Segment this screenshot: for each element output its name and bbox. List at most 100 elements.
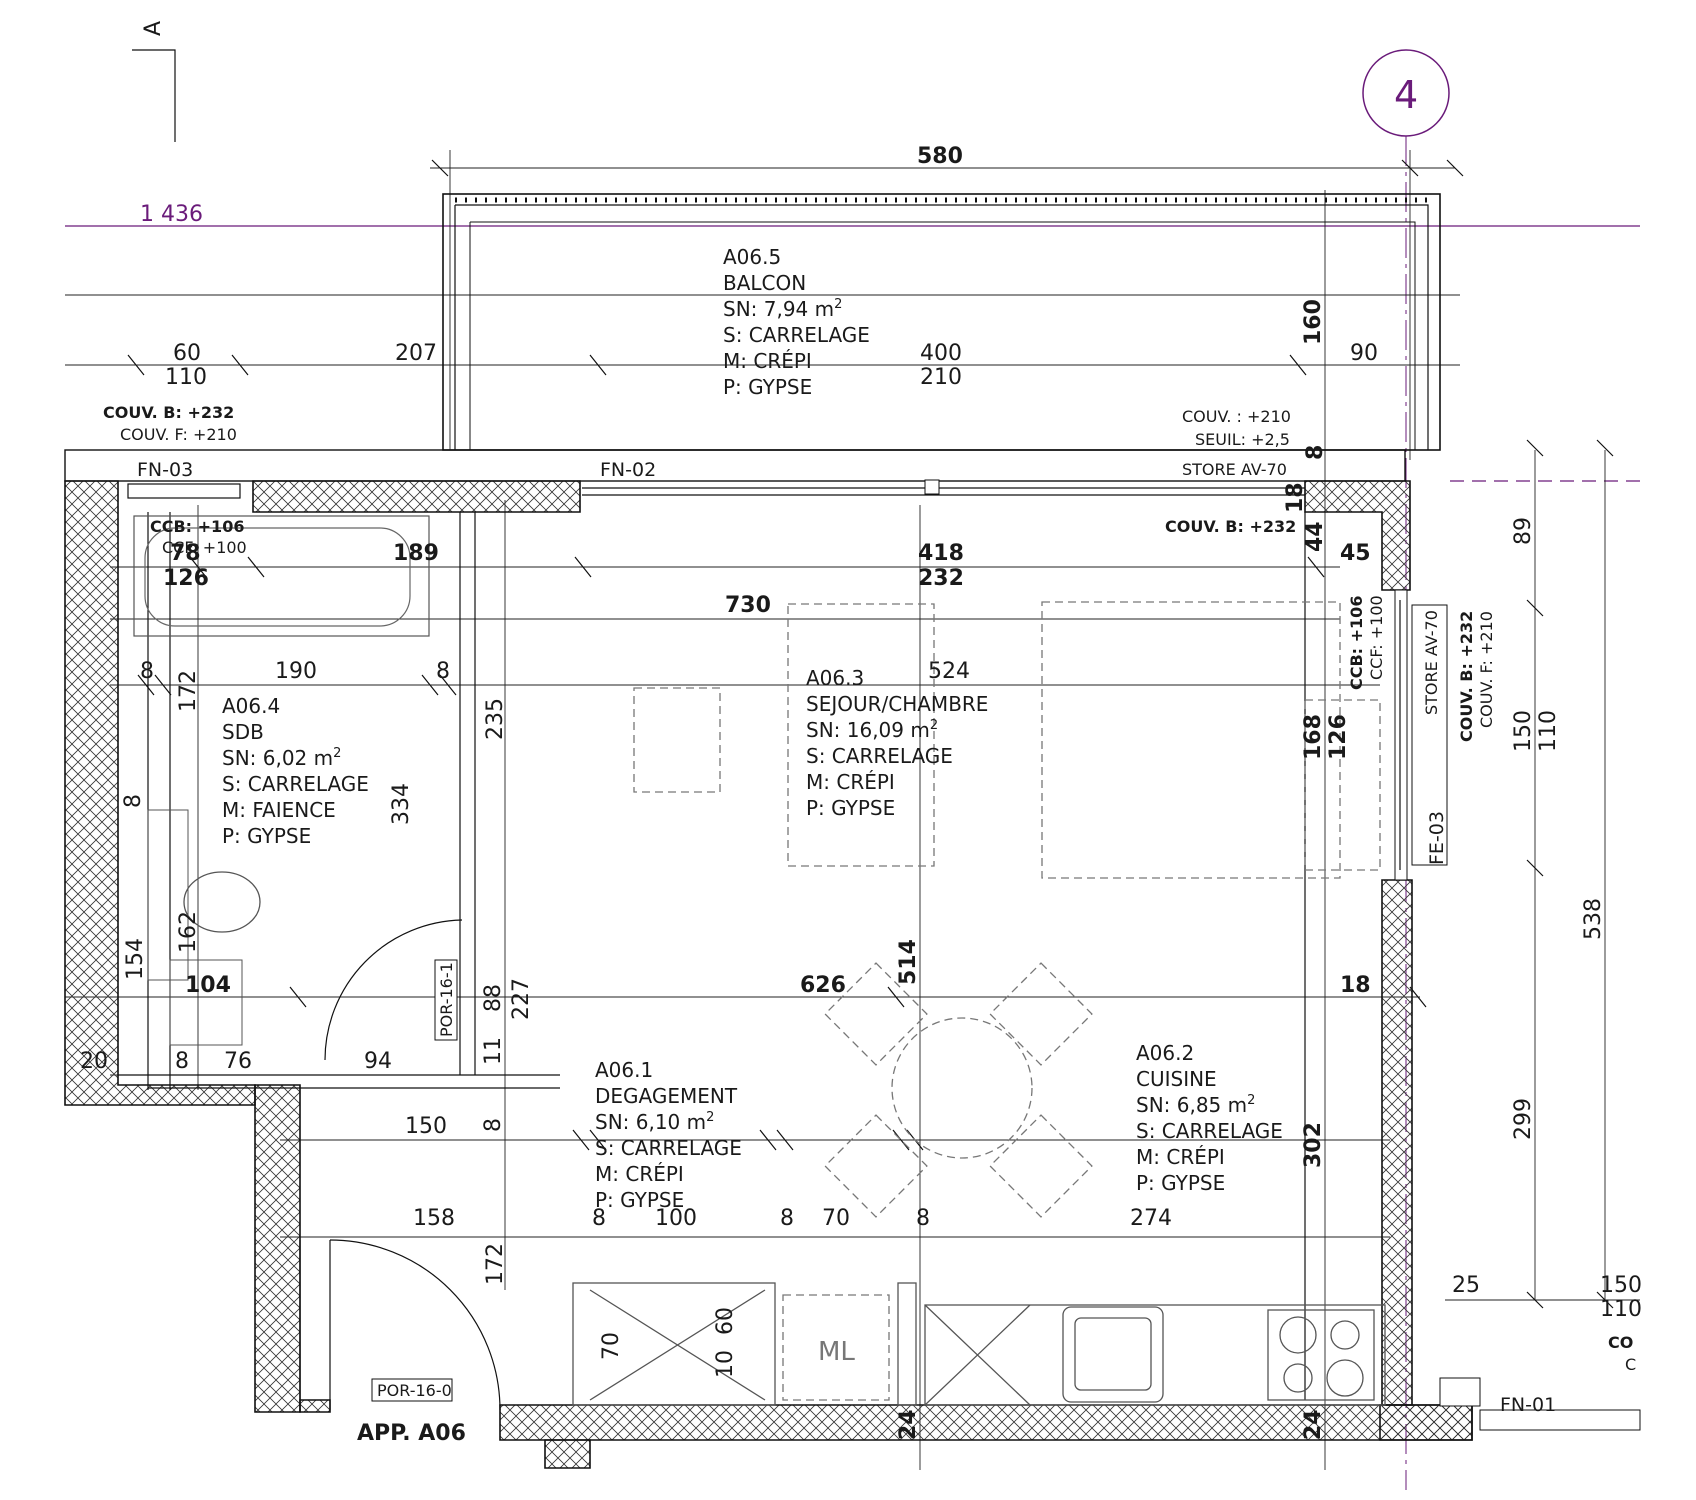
svg-text:8: 8 — [481, 1118, 506, 1132]
svg-text:160: 160 — [1301, 299, 1326, 345]
kitchen-counter — [572, 1282, 1386, 1406]
room-name: BALCON — [723, 271, 806, 295]
svg-text:524: 524 — [928, 659, 970, 684]
svg-text:538: 538 — [1581, 898, 1606, 940]
svg-text:8: 8 — [916, 1206, 930, 1231]
room-cuisine: A06.2 CUISINE SN: 6,85 m2 S: CARRELAGE M… — [1136, 1041, 1283, 1195]
svg-text:8: 8 — [121, 794, 146, 808]
room-mur: M: CRÉPI — [1136, 1145, 1225, 1169]
svg-text:60: 60 — [713, 1307, 738, 1335]
svg-text:8: 8 — [1303, 445, 1328, 460]
note-cut-2: C — [1625, 1355, 1636, 1374]
svg-text:162: 162 — [176, 911, 201, 953]
note-ccb-right: CCB: +106 — [1347, 596, 1366, 690]
window-tag-fn02: FN-02 — [600, 459, 656, 481]
windows — [127, 479, 1641, 1431]
room-plafond: P: GYPSE — [806, 796, 895, 820]
svg-text:110: 110 — [1600, 1297, 1642, 1322]
room-area: SN: 6,10 m2 — [595, 1110, 714, 1134]
room-mur: M: FAIENCE — [222, 798, 336, 822]
svg-text:44: 44 — [1303, 521, 1328, 552]
svg-text:150: 150 — [405, 1114, 447, 1139]
svg-text:110: 110 — [165, 365, 207, 390]
apartment-label: APP. A06 — [357, 1421, 466, 1446]
room-sol: S: CARRELAGE — [806, 744, 953, 768]
svg-text:626: 626 — [800, 973, 846, 998]
svg-text:24: 24 — [1301, 1409, 1326, 1440]
svg-text:110: 110 — [1536, 710, 1561, 752]
svg-text:18: 18 — [1340, 973, 1371, 998]
svg-text:18: 18 — [1283, 482, 1308, 513]
room-area: SN: 6,85 m2 — [1136, 1093, 1255, 1117]
room-mur: M: CRÉPI — [723, 349, 812, 373]
svg-text:302: 302 — [1301, 1122, 1326, 1168]
note-ccf-left: CCF: +100 — [162, 538, 247, 557]
svg-text:158: 158 — [413, 1206, 455, 1231]
note-couv-f-left: COUV. F: +210 — [120, 425, 237, 444]
room-mur: M: CRÉPI — [806, 770, 895, 794]
room-area: SN: 6,02 m2 — [222, 746, 341, 770]
door-tag-por160: POR-16-0 — [371, 1378, 453, 1402]
svg-text:334: 334 — [389, 783, 414, 825]
svg-text:227: 227 — [509, 978, 534, 1020]
svg-text:70: 70 — [599, 1332, 624, 1360]
bathtub-inner — [144, 527, 411, 627]
door-swing-entry — [329, 1239, 501, 1411]
section-marker-label: A — [141, 21, 166, 36]
svg-text:8: 8 — [592, 1206, 606, 1231]
dimension-labels: 580 60 110 207 400 210 90 78 126 189 418… — [80, 144, 1642, 1322]
door-swing-sdb — [324, 919, 463, 1061]
svg-text:150: 150 — [1511, 710, 1536, 752]
store-tag-top: STORE AV-70 — [1182, 460, 1287, 479]
svg-text:235: 235 — [483, 698, 508, 740]
room-code: A06.1 — [595, 1058, 653, 1082]
room-sejour: A06.3 SEJOUR/CHAMBRE SN: 16,09 m2 S: CAR… — [806, 666, 988, 820]
axis-bubble-label: 4 — [1394, 73, 1418, 117]
svg-text:8: 8 — [140, 659, 154, 684]
room-name: SDB — [222, 720, 264, 744]
svg-text:88: 88 — [481, 984, 506, 1012]
svg-text:730: 730 — [725, 593, 771, 618]
note-couv-b-left: COUV. B: +232 — [103, 403, 234, 422]
svg-text:232: 232 — [918, 566, 964, 591]
svg-text:8: 8 — [780, 1206, 794, 1231]
svg-text:70: 70 — [822, 1206, 850, 1231]
room-code: A06.4 — [222, 694, 280, 718]
svg-text:100: 100 — [655, 1206, 697, 1231]
store-tag-right: STORE AV-70 — [1422, 610, 1441, 715]
svg-text:210: 210 — [920, 365, 962, 390]
svg-text:154: 154 — [123, 938, 148, 980]
note-ccb-left: CCB: +106 — [150, 517, 244, 536]
svg-text:299: 299 — [1511, 1098, 1536, 1140]
room-sol: S: CARRELAGE — [723, 323, 870, 347]
svg-text:8: 8 — [175, 1049, 189, 1074]
dimension-ticks — [127, 159, 1614, 1309]
room-code: A06.5 — [723, 245, 781, 269]
svg-text:8: 8 — [436, 659, 450, 684]
bathtub — [133, 515, 430, 637]
room-sol: S: CARRELAGE — [222, 772, 369, 796]
room-name: DEGAGEMENT — [595, 1084, 738, 1108]
svg-text:POR-16-1: POR-16-1 — [437, 962, 456, 1037]
door-tag-por161: POR-16-1 — [434, 959, 458, 1041]
svg-text:400: 400 — [920, 341, 962, 366]
room-sol: S: CARRELAGE — [1136, 1119, 1283, 1143]
svg-text:190: 190 — [275, 659, 317, 684]
svg-text:20: 20 — [80, 1049, 108, 1074]
svg-text:11: 11 — [481, 1037, 506, 1065]
room-sdb: A06.4 SDB SN: 6,02 m2 S: CARRELAGE M: FA… — [222, 694, 369, 848]
svg-text:25: 25 — [1452, 1273, 1480, 1298]
note-cut-1: CO — [1608, 1333, 1633, 1352]
svg-text:76: 76 — [224, 1049, 252, 1074]
svg-text:172: 172 — [483, 1243, 508, 1285]
svg-text:126: 126 — [163, 566, 209, 591]
room-code: A06.2 — [1136, 1041, 1194, 1065]
window-tag-fn03: FN-03 — [137, 459, 193, 481]
furniture — [633, 601, 1381, 1218]
room-name: SEJOUR/CHAMBRE — [806, 692, 988, 716]
note-seuil: SEUIL: +2,5 — [1195, 430, 1290, 449]
room-area: SN: 16,09 m2 — [806, 718, 938, 742]
window-tag-fn01: FN-01 — [1500, 1394, 1556, 1416]
svg-text:189: 189 — [393, 541, 439, 566]
